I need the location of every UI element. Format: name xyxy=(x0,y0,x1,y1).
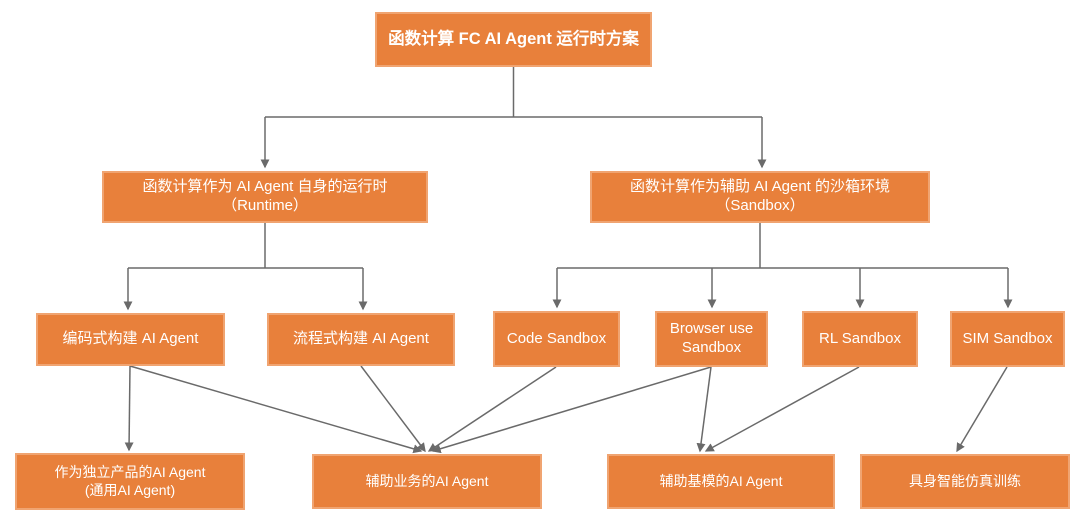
node-browser-use-sandbox: Browser use Sandbox xyxy=(655,311,768,367)
node-build-flow-agent: 流程式构建 AI Agent xyxy=(267,313,455,366)
node-runtime: 函数计算作为 AI Agent 自身的运行时（Runtime） xyxy=(102,171,428,223)
edge-buildcode-business xyxy=(129,365,423,454)
edge-browser-business xyxy=(431,366,712,454)
node-standalone-agent: 作为独立产品的AI Agent (通用AI Agent) xyxy=(15,453,245,510)
node-build-code-agent: 编码式构建 AI Agent xyxy=(36,313,225,366)
node-title: 函数计算 FC AI Agent 运行时方案 xyxy=(375,12,652,67)
node-code-sandbox: Code Sandbox xyxy=(493,311,620,367)
node-sandbox: 函数计算作为辅助 AI Agent 的沙箱环境（Sandbox） xyxy=(590,171,930,223)
node-rl-sandbox: RL Sandbox xyxy=(802,311,918,367)
node-foundation-model-agent: 辅助基模的AI Agent xyxy=(607,454,835,509)
edge-codesandbox-business xyxy=(427,366,557,452)
edge-rl-foundation xyxy=(704,366,860,452)
edge-buildcode-standalone xyxy=(124,365,134,452)
edge-sim-embodied xyxy=(956,366,1008,453)
node-sim-sandbox: SIM Sandbox xyxy=(950,311,1065,367)
edge-browser-foundation xyxy=(696,366,712,453)
edge-buildflow-business xyxy=(360,365,426,453)
node-business-agent: 辅助业务的AI Agent xyxy=(312,454,542,509)
node-embodied-simulation-training: 具身智能仿真训练 xyxy=(860,454,1070,509)
